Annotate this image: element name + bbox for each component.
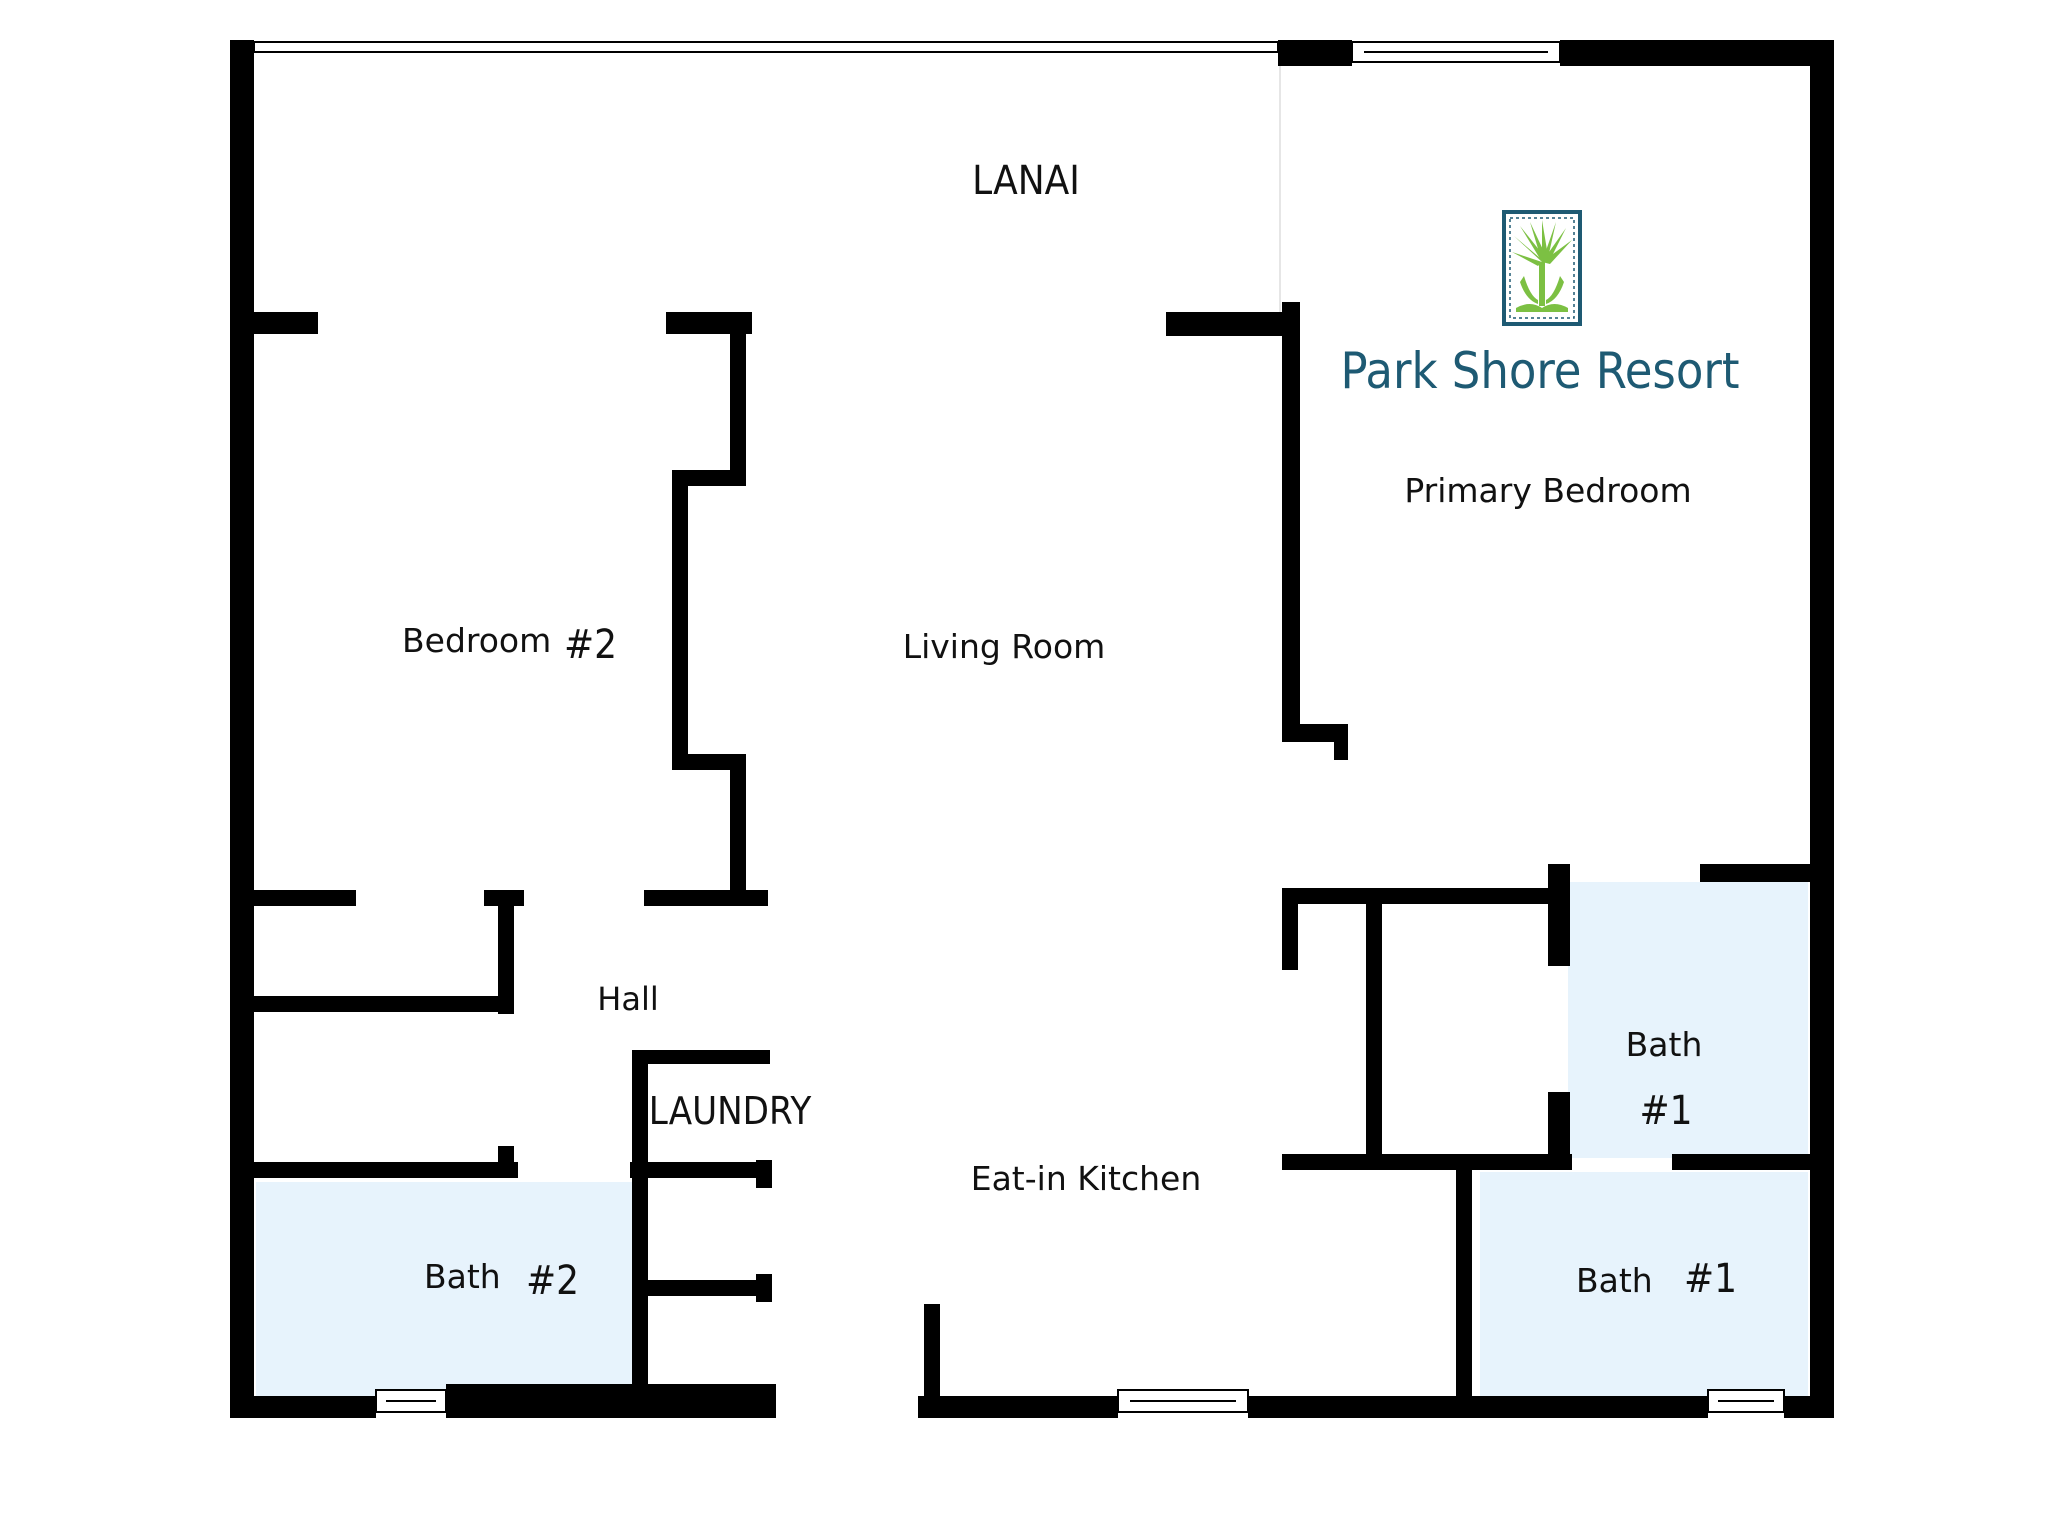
wall-shelf-b [756, 1160, 772, 1188]
wall-bed2-jog-a [672, 470, 746, 486]
wall-bottom-e [1784, 1396, 1834, 1418]
room-label-bath2: Bath [424, 1257, 501, 1296]
wall-top-right-b [1560, 40, 1834, 66]
wall-lanai-c [1166, 312, 1282, 336]
wall-closet-stub [1282, 888, 1298, 970]
wall-bed2-south-a [230, 890, 356, 906]
palm-tree-logo-icon [1502, 210, 1582, 326]
wall-shelf-d [756, 1384, 772, 1418]
wall-bath1-west-a [1548, 864, 1570, 966]
wall-bed2-east-b [730, 754, 746, 904]
walls [230, 40, 1834, 1418]
room-label-laundry: LAUNDRY [649, 1089, 812, 1133]
wall-lanai-b [666, 312, 752, 334]
wall-bed2-jog-v [672, 470, 688, 770]
wall-closet-west [1366, 888, 1382, 1164]
bath-2-fill [256, 1182, 636, 1396]
wall-bath1-west-b [1548, 1092, 1570, 1168]
room-label-bedroom2-number: #2 [564, 622, 617, 668]
brand-name: Park Shore Resort [1341, 342, 1740, 400]
wall-shelf-c [756, 1274, 772, 1302]
room-label-bath1-upper: Bath [1626, 1025, 1703, 1064]
wall-bath1-north [1700, 864, 1834, 882]
room-label-bath2-number: #2 [526, 1258, 579, 1304]
room-label-kitchen: Eat-in Kitchen [971, 1159, 1202, 1198]
wall-primary-west [1282, 302, 1300, 742]
wall-bed2-south-c [644, 890, 768, 906]
window-lanai-top [253, 41, 1279, 53]
wall-closet-mid [230, 996, 514, 1012]
room-label-bath1-lower-number: #1 [1684, 1256, 1737, 1302]
wall-bath1-mid-a [1282, 1154, 1572, 1170]
room-label-living-room: Living Room [903, 627, 1106, 666]
room-label-primary-bedroom: Primary Bedroom [1404, 471, 1691, 510]
wall-lanai-a [230, 312, 318, 334]
room-label-bath1-upper-number: #1 [1639, 1088, 1692, 1134]
wall-laundry-south [630, 1162, 770, 1178]
wall-closet-north [1282, 888, 1554, 904]
wall-bath2-north [230, 1162, 518, 1178]
wall-closet-v-a [498, 890, 514, 1014]
bath-1-upper-fill [1568, 882, 1808, 1158]
bath-1-lower-fill [1480, 1172, 1808, 1396]
wall-primary-jog-h [1282, 724, 1348, 742]
wall-primary-jog-v [1334, 724, 1348, 760]
wall-laundry-west [632, 1050, 648, 1396]
wall-bed2-east-a [730, 334, 746, 486]
room-label-bedroom2: Bedroom [402, 621, 551, 660]
wall-bed2-jog-b [672, 754, 746, 770]
room-label-bath1-lower: Bath [1576, 1261, 1653, 1300]
windows [253, 41, 1785, 1413]
wall-bottom-c [918, 1396, 1118, 1418]
wall-kitchen-stub [924, 1304, 940, 1396]
wall-laundry-north [632, 1050, 770, 1064]
wall-bottom-b [446, 1384, 776, 1418]
wall-east [1810, 40, 1834, 1418]
wall-shelf-a [646, 1280, 770, 1296]
wall-bottom-a [230, 1396, 376, 1418]
wall-bottom-d [1248, 1396, 1708, 1418]
wall-west [230, 40, 254, 1418]
wall-bath1-mid-b [1672, 1154, 1834, 1170]
wall-bath1-lower-west [1456, 1154, 1472, 1396]
room-label-hall: Hall [597, 980, 658, 1018]
room-label-lanai: LANAI [972, 158, 1080, 204]
wall-top-right-a [1278, 40, 1352, 66]
